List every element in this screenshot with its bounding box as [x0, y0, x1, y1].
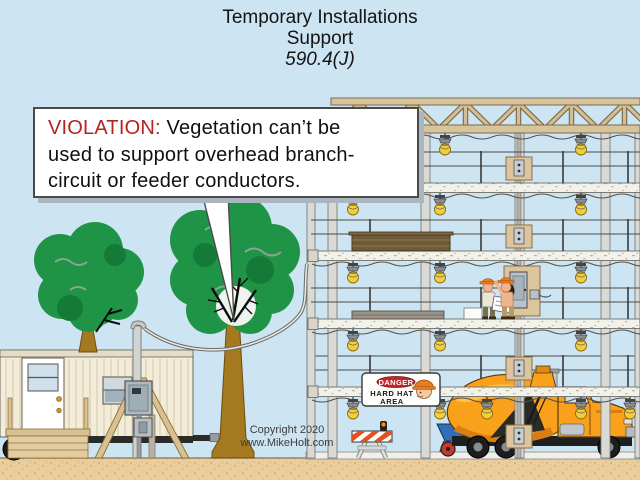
barricade-stripe-board	[351, 430, 393, 443]
trailer-porch-steps	[5, 397, 91, 459]
title-code-reference: 590.4(J)	[285, 49, 355, 70]
hard-hat-man-icon	[412, 379, 436, 399]
slide-title: Temporary Installations Support 590.4(J)	[0, 7, 640, 70]
tree-left	[34, 222, 144, 353]
overhead-conductor-wire	[143, 263, 309, 352]
tree-branches	[95, 307, 123, 333]
door-deadbolt	[56, 407, 62, 414]
danger-sign-line2: AREA	[380, 397, 404, 406]
cooler-box	[463, 307, 483, 320]
callout-line-3: circuit or feeder conductors.	[48, 170, 301, 192]
danger-sign-line1: HARD HAT	[370, 389, 413, 398]
worker-pointing	[494, 277, 515, 320]
title-line-2: Support	[286, 28, 354, 49]
tree-trunk	[211, 315, 255, 459]
callout-line-1: VIOLATION: Vegetation can’t be	[48, 117, 341, 139]
copyright-line-2: www.MikeHolt.com	[240, 437, 334, 449]
traffic-barricade	[351, 421, 393, 459]
temporary-power-pole	[94, 320, 190, 459]
copyright-notice: Copyright 2020 www.MikeHolt.com	[232, 424, 342, 450]
plank-pile	[351, 310, 445, 320]
danger-hard-hat-sign: DANGER HARD HAT AREA	[361, 372, 441, 407]
weatherhead	[130, 320, 147, 330]
power-meter-cabinet	[124, 380, 153, 416]
copyright-line-1: Copyright 2020	[249, 424, 325, 436]
violation-label: VIOLATION:	[48, 117, 161, 139]
callout-line-2: used to support overhead branch-	[48, 143, 355, 166]
title-line-1: Temporary Installations	[222, 7, 418, 28]
trailer-hitch	[193, 433, 220, 442]
door-knob	[56, 396, 62, 402]
lumber-stack	[348, 231, 454, 252]
mixer-hopper	[529, 365, 557, 389]
trailer-door	[21, 357, 65, 436]
disconnect-box	[133, 417, 153, 438]
violation-callout: VIOLATION: Vegetation can’t be used to s…	[33, 107, 419, 198]
barricade-flasher-light	[380, 421, 387, 431]
danger-sign-header: DANGER	[379, 378, 414, 387]
